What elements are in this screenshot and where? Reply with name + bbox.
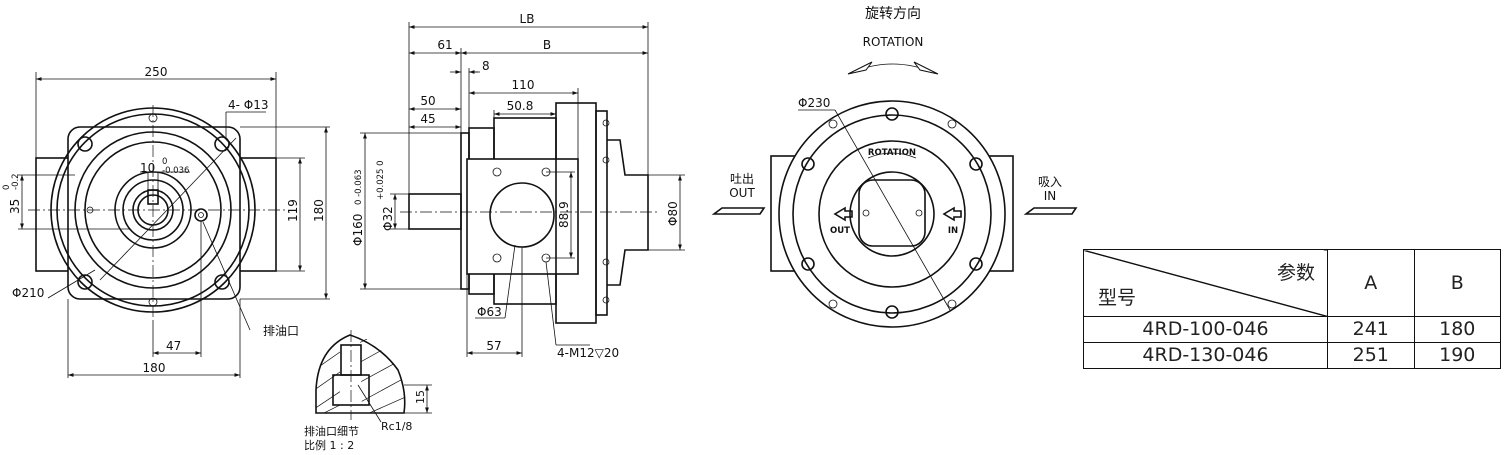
front-dim-35-tol-up: 0 xyxy=(2,185,12,190)
row-a: 251 xyxy=(1327,342,1415,369)
side-dim-160-tol: 0 -0.063 xyxy=(354,169,364,205)
front-dim-35-tol-low: -0.2 xyxy=(11,173,21,190)
side-dim-160: Φ160 xyxy=(351,214,365,246)
front-dim-key-tol-up: 0 xyxy=(162,157,167,167)
row-a: 241 xyxy=(1327,316,1415,343)
front-dim-180-horizontal: 180 xyxy=(143,361,166,375)
row-b: 190 xyxy=(1413,342,1501,369)
in-label-en: IN xyxy=(1044,189,1057,203)
out-label-cn: 吐出 xyxy=(730,172,754,186)
side-dim-61: 61 xyxy=(437,38,452,52)
table-row: 4RD-100-046 241 180 xyxy=(1083,316,1501,343)
header-col-a: A xyxy=(1327,249,1415,317)
front-dim-210: Φ210 xyxy=(12,286,44,300)
header-model: 型号 xyxy=(1098,287,1137,309)
detail-title: 排油口细节 xyxy=(304,424,359,438)
rear-view: 旋转方向 ROTATION OUT IN ROTATION Φ23 xyxy=(711,6,1078,328)
front-view: 250 4- Φ13 10 0 -0.036 35 0 -0.2 119 180… xyxy=(2,65,330,378)
spec-table-header: 参数 型号 A B xyxy=(1083,249,1501,317)
side-dim-threads: 4-M12▽20 xyxy=(557,346,619,360)
side-view: LB B 61 8 110 50 45 50.8 Φ160 0 -0.063 Φ… xyxy=(351,12,685,360)
spec-table: 参数 型号 A B 4RD-100-046 241 180 4RD-130-04… xyxy=(1083,249,1501,369)
drain-port-label: 排油口 xyxy=(263,324,299,338)
detail-rc-label: Rc1/8 xyxy=(381,420,412,433)
front-dim-119: 119 xyxy=(286,199,300,222)
rear-dim-230: Φ230 xyxy=(798,96,830,110)
side-dim-88-9: 88.9 xyxy=(557,201,571,228)
in-label-cn: 吸入 xyxy=(1038,175,1062,189)
front-dim-width: 250 xyxy=(145,65,168,79)
header-param: 参数 xyxy=(1276,262,1315,284)
side-dim-50-8: 50.8 xyxy=(507,99,534,113)
side-dim-45: 45 xyxy=(420,112,435,126)
row-b: 180 xyxy=(1413,316,1501,343)
side-dim-80: Φ80 xyxy=(666,201,680,226)
detail-dim-15: 15 xyxy=(414,390,427,404)
side-dim-b: B xyxy=(543,38,551,52)
side-dim-63: Φ63 xyxy=(477,305,502,319)
rotation-title-cn: 旋转方向 xyxy=(865,6,921,22)
table-row: 4RD-130-046 251 190 xyxy=(1083,342,1501,369)
side-dim-110: 110 xyxy=(512,78,535,92)
side-dim-32-tol: +0.025 0 xyxy=(376,160,386,200)
front-dim-key: 10 xyxy=(140,161,155,175)
front-dim-holes: 4- Φ13 xyxy=(228,98,269,112)
rotation-title-en: ROTATION xyxy=(863,35,924,49)
side-dim-50: 50 xyxy=(420,94,435,108)
front-dim-47: 47 xyxy=(166,339,181,353)
side-dim-8: 8 xyxy=(482,59,490,73)
rear-port-in-label: IN xyxy=(948,226,958,236)
spec-table-corner: 参数 型号 xyxy=(1083,249,1328,317)
front-dim-key-tol-low: -0.036 xyxy=(162,166,189,176)
front-dim-180-vertical: 180 xyxy=(312,199,326,222)
side-dim-lb: LB xyxy=(520,12,535,26)
rear-port-out-label: OUT xyxy=(830,226,850,236)
side-dim-57: 57 xyxy=(486,339,501,353)
row-model: 4RD-130-046 xyxy=(1083,342,1328,369)
header-col-b: B xyxy=(1413,249,1501,317)
row-model: 4RD-100-046 xyxy=(1083,316,1328,343)
side-dim-32: Φ32 xyxy=(381,206,395,231)
plate-rotation-label: ROTATION xyxy=(868,148,916,158)
out-label-en: OUT xyxy=(729,186,755,200)
front-dim-35: 35 xyxy=(8,199,22,214)
detail-scale: 比例 1 : 2 xyxy=(304,438,354,452)
drain-detail: 15 Rc1/8 排油口细节 比例 1 : 2 xyxy=(304,330,432,452)
